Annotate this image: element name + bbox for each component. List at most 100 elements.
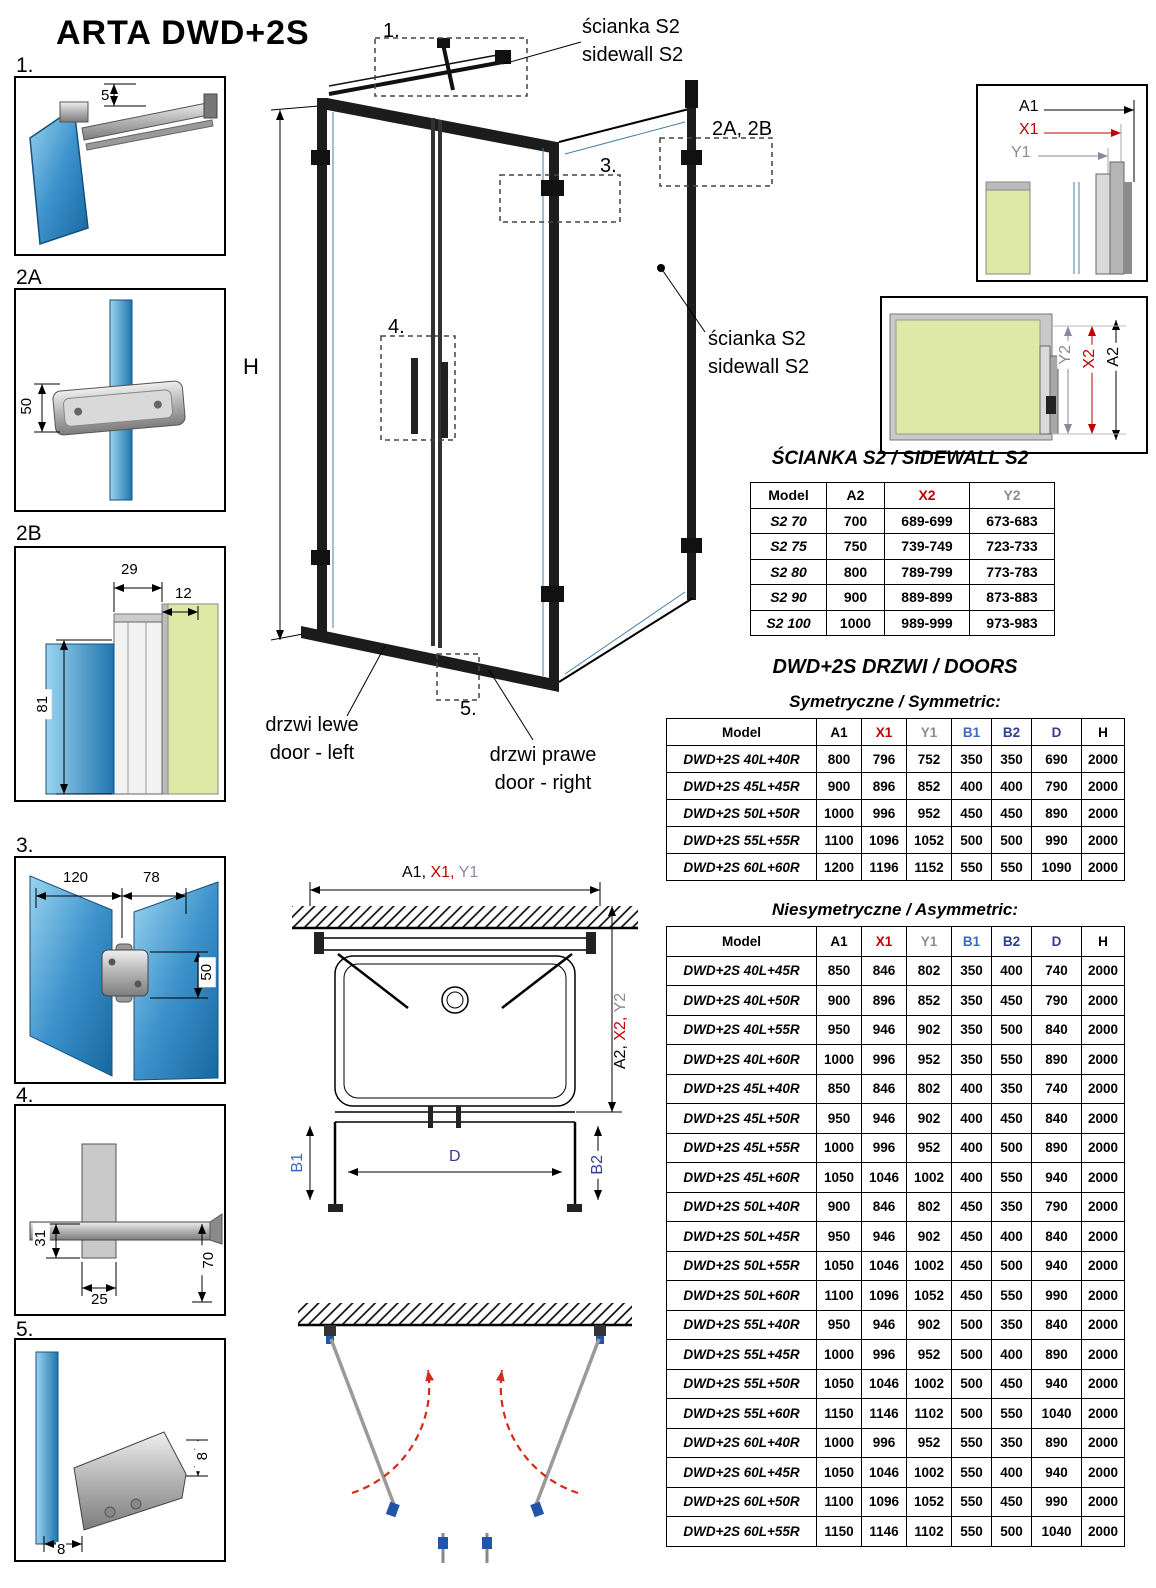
value-cell: 2000	[1081, 1457, 1125, 1488]
column-header: Y2	[969, 482, 1055, 509]
value-cell: 846	[861, 1073, 907, 1104]
model-cell: DWD+2S 60L+55R	[666, 1516, 817, 1547]
value-cell: 940	[1031, 1457, 1082, 1488]
value-cell: 500	[991, 1516, 1032, 1547]
value-cell: 2000	[1081, 826, 1125, 854]
value-cell: 800	[826, 558, 885, 585]
corner-detail-side-box	[880, 296, 1148, 454]
value-cell: 890	[1031, 799, 1082, 827]
value-cell: 1102	[906, 1398, 952, 1429]
value-cell: 400	[951, 1103, 992, 1134]
value-cell: 840	[1031, 1103, 1082, 1134]
value-cell: 400	[951, 772, 992, 800]
glass-clamp	[59, 101, 89, 123]
value-cell: 1002	[906, 1250, 952, 1281]
model-cell: DWD+2S 55L+45R	[666, 1339, 817, 1370]
handle-right	[441, 362, 448, 438]
sidewall-right-label-pl: ścianka S2	[708, 328, 806, 350]
value-cell: 1152	[906, 853, 952, 881]
value-cell: 2000	[1081, 1014, 1125, 1045]
pivot-right	[594, 1325, 606, 1336]
hinge-right-bottom	[541, 586, 564, 602]
value-cell: 950	[816, 1014, 862, 1045]
value-cell: 550	[951, 1457, 992, 1488]
model-cell: DWD+2S 45L+40R	[666, 1073, 817, 1104]
plan-d: D	[448, 1148, 462, 1166]
plan-side-dim-label: A2, X2, Y2	[612, 986, 630, 1076]
value-cell: 2000	[1081, 1339, 1125, 1370]
dim-78: 78	[142, 869, 161, 887]
value-cell: 500	[991, 1014, 1032, 1045]
doors-heading: DWD+2S DRZWI / DOORS	[772, 656, 1018, 678]
value-cell: 500	[991, 826, 1032, 854]
value-cell: 350	[991, 1073, 1032, 1104]
value-cell: 550	[991, 853, 1032, 881]
value-cell: 550	[951, 1427, 992, 1458]
value-cell: 2000	[1081, 1132, 1125, 1163]
brace-right	[501, 953, 573, 1009]
value-cell: 996	[861, 799, 907, 827]
value-cell: 2000	[1081, 1221, 1125, 1252]
value-cell: 550	[991, 1162, 1032, 1193]
glass-panel-left	[29, 875, 113, 1077]
column-header: Model	[750, 482, 827, 509]
value-cell: 689-699	[884, 507, 970, 534]
profile-outer	[1039, 345, 1051, 435]
hinge-body	[101, 949, 149, 997]
plan-y1: Y1	[458, 864, 479, 881]
model-cell: S2 80	[750, 558, 827, 585]
callout-1: 1.	[383, 20, 400, 42]
value-cell: 740	[1031, 955, 1082, 986]
model-cell: DWD+2S 40L+60R	[666, 1044, 817, 1075]
value-cell: 550	[991, 1398, 1032, 1429]
wall-edge	[161, 603, 169, 795]
dim-5: 5	[100, 87, 111, 105]
model-cell: DWD+2S 50L+60R	[666, 1280, 817, 1311]
handle-block-lower	[81, 1239, 117, 1259]
wall-hatch	[298, 1303, 632, 1325]
model-cell: DWD+2S 50L+50R	[666, 799, 817, 827]
value-cell: 2000	[1081, 745, 1125, 773]
value-cell: 873-883	[969, 584, 1055, 611]
column-header: H	[1081, 718, 1125, 746]
value-cell: 800	[816, 745, 862, 773]
handle-block-upper	[81, 1143, 117, 1223]
door-left-label-pl: drzwi lewe	[265, 714, 359, 736]
handle-hook	[209, 1213, 223, 1245]
value-cell: 990	[1031, 1486, 1082, 1517]
model-cell: S2 70	[750, 507, 827, 534]
value-cell: 1000	[826, 609, 885, 636]
value-cell: 802	[906, 1073, 952, 1104]
detail-2a-drawing	[34, 299, 186, 501]
value-cell: 400	[991, 1221, 1032, 1252]
value-cell: 950	[816, 1221, 862, 1252]
detail-1-drawing	[29, 83, 218, 246]
plan-a1: A1,	[402, 864, 427, 881]
value-cell: 1052	[906, 1280, 952, 1311]
value-cell: 973-983	[969, 609, 1055, 636]
brace-left	[337, 953, 409, 1009]
value-cell: 952	[906, 1044, 952, 1075]
plan-top-dim-label: A1, X1, Y1	[402, 864, 478, 882]
wall-anchor	[203, 93, 218, 119]
support-cross-bar	[441, 43, 455, 91]
value-cell: 990	[1031, 826, 1082, 854]
value-cell: 990	[1031, 1280, 1082, 1311]
value-cell: 896	[861, 772, 907, 800]
dim-y1-label: Y1	[1010, 144, 1032, 162]
detail-4-drawing	[29, 1143, 223, 1303]
value-cell: 1046	[861, 1368, 907, 1399]
profile-mid	[1109, 161, 1125, 275]
handle-left	[411, 358, 418, 434]
clamp	[1046, 396, 1056, 414]
value-cell: 2000	[1081, 1191, 1125, 1222]
callout-box-5	[436, 653, 480, 701]
value-cell: 400	[991, 1457, 1032, 1488]
sidewall-top-label-en: sidewall S2	[582, 44, 684, 66]
column-header: B1	[951, 718, 992, 746]
dim-y2-label: Y2	[1057, 340, 1075, 369]
